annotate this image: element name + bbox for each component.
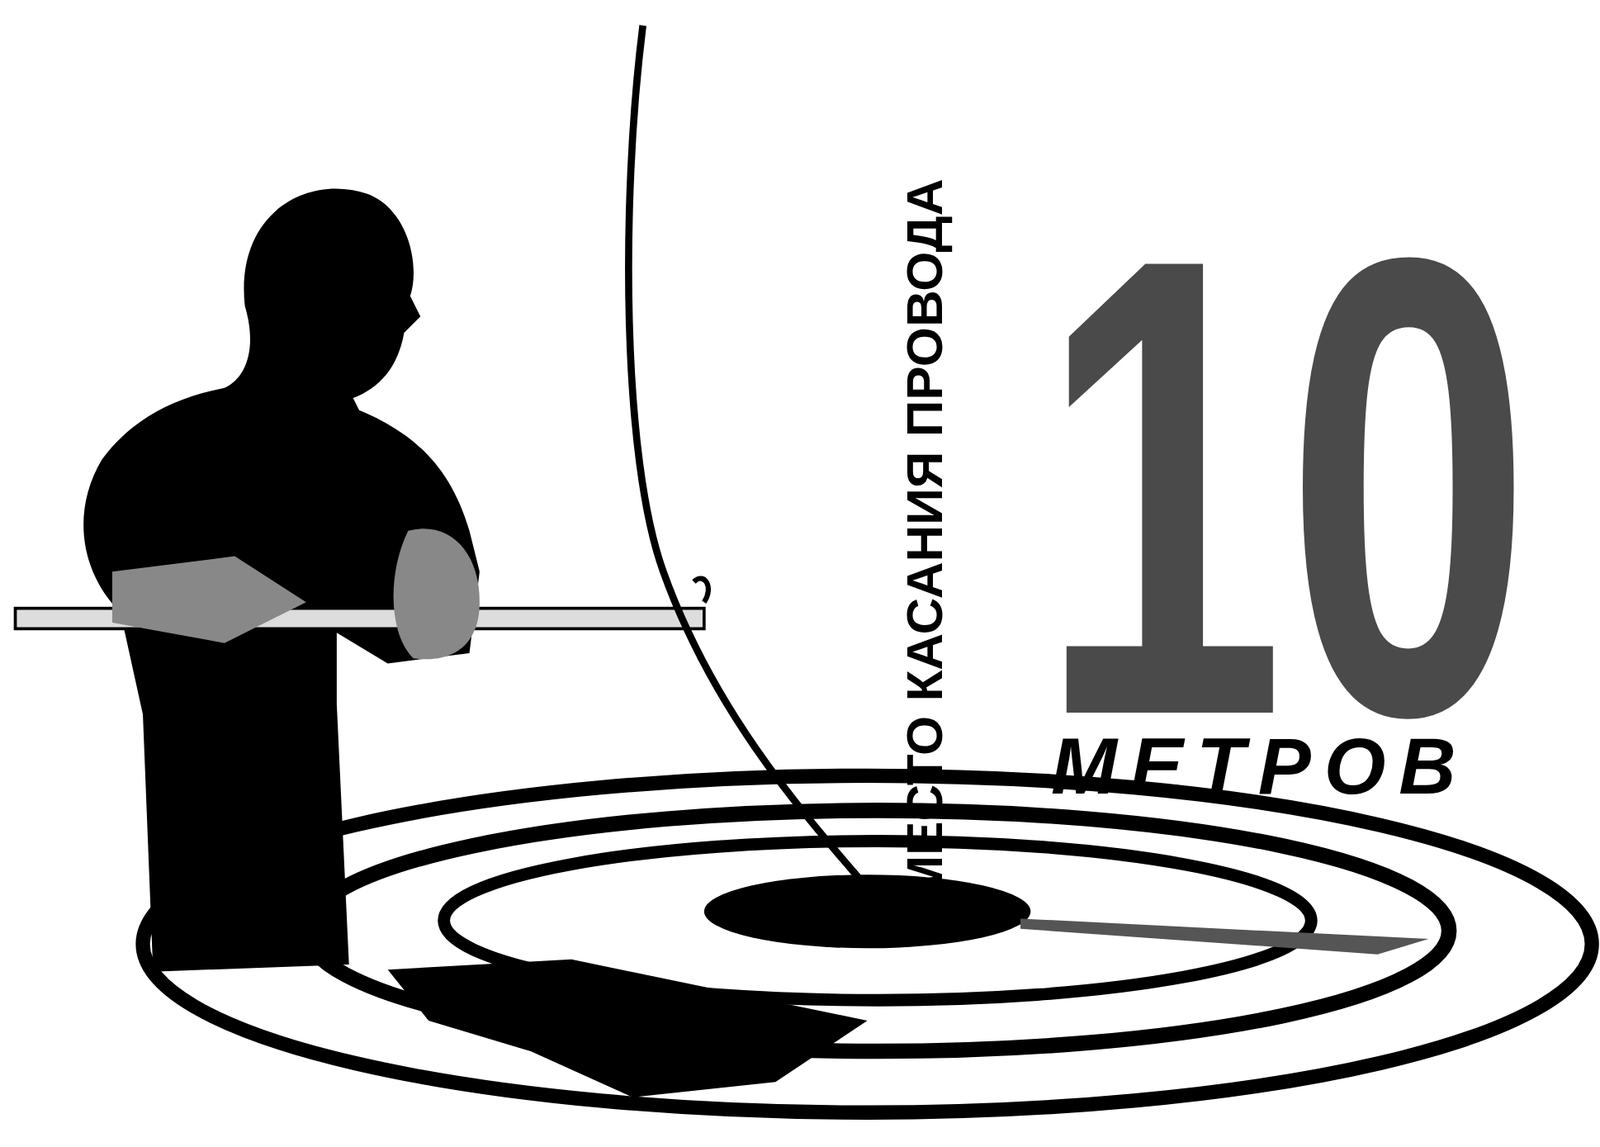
fallen-wire (628, 25, 867, 888)
leader-line (938, 778, 1051, 783)
scene (15, 25, 1593, 1113)
worker-silhouette (83, 189, 480, 972)
touch-point-label: МЕСТО КАСАНИЯ ПРОВОДА (894, 178, 954, 898)
pole-hook (693, 578, 708, 603)
distance-unit: МЕТРОВ (1050, 726, 1470, 806)
worker-arm (112, 556, 307, 644)
ground-shadow (388, 959, 868, 1098)
worker-hand (393, 528, 480, 659)
ring-streak (1020, 918, 1429, 954)
outer-ring (142, 775, 1592, 1113)
distance-number: 10 (1038, 160, 1533, 813)
